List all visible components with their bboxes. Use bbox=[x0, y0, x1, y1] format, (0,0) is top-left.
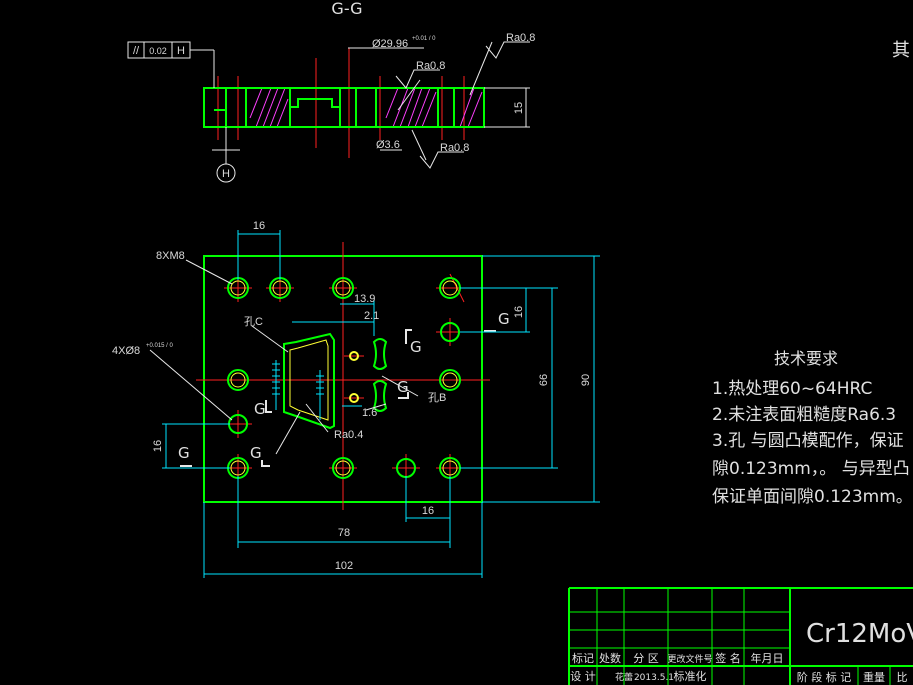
datum-h-symbol: H bbox=[216, 163, 236, 183]
title-block: Cr12MoV 标记 处数 分 区 更改文件号 签 名 年月日 设 计 花蕾 2… bbox=[568, 587, 913, 685]
screw-callout: 8XM8 bbox=[156, 250, 185, 262]
material-name: Cr12MoV bbox=[806, 619, 913, 649]
tolerance-symbol: // bbox=[133, 45, 140, 57]
row-design-date: 2013.5.1 bbox=[634, 673, 674, 683]
tolerance-datum: H bbox=[177, 45, 185, 57]
dim-16-right: 16 bbox=[513, 306, 525, 318]
section-centerlines bbox=[217, 48, 465, 158]
note-line-1: 1.热处理60~64HRC bbox=[712, 379, 872, 399]
pin-hole bbox=[440, 322, 460, 342]
screw-hole bbox=[227, 369, 249, 391]
dim-78: 78 bbox=[338, 527, 350, 539]
weight-label: 重量 bbox=[863, 670, 885, 684]
scale-label: 比 bbox=[897, 671, 908, 684]
roughness-label-3: Ra0.8 bbox=[440, 142, 469, 154]
section-hatching bbox=[249, 87, 483, 128]
hole-c-label: 孔C bbox=[244, 315, 263, 328]
section-mark-g: G bbox=[397, 378, 409, 396]
thickness-label: 15 bbox=[513, 102, 525, 114]
roughness-label-2: Ra0.8 bbox=[416, 60, 445, 72]
header-mark: 标记 bbox=[572, 651, 594, 665]
notes-title: 技术要求 bbox=[774, 349, 838, 368]
dim-1-6: 1.6 bbox=[362, 407, 377, 419]
stage-mark: 阶 段 标 记 bbox=[797, 670, 852, 684]
section-mark-g: G bbox=[178, 444, 190, 462]
section-arrows bbox=[180, 329, 496, 467]
section-view: G-G bbox=[127, 0, 910, 183]
dim-16-top: 16 bbox=[253, 220, 265, 232]
plan-scale-ticks bbox=[272, 363, 324, 395]
ra-0-4: Ra0.4 bbox=[334, 429, 363, 441]
row-design: 设 计 bbox=[570, 670, 596, 683]
dim-16-left: 16 bbox=[152, 440, 164, 452]
dim-90: 90 bbox=[580, 374, 592, 386]
section-leaders bbox=[190, 41, 530, 164]
pin-tolerance: +0.015 / 0 bbox=[146, 343, 174, 349]
row-standard: 标准化 bbox=[674, 669, 707, 683]
note-line-5: 保证单面间隙0.123mm。 bbox=[712, 487, 913, 507]
hole-b-label: 孔B bbox=[428, 391, 446, 404]
section-mark-g: G bbox=[250, 444, 262, 462]
plan-view: 16 8XM8 4XØ8 +0.015 / 0 孔C 13.9 2.1 孔B 1… bbox=[112, 220, 600, 578]
section-mark-g: G bbox=[410, 338, 422, 356]
dia-bottom-label: Ø3.6 bbox=[376, 139, 400, 151]
section-mark-g: G bbox=[254, 400, 266, 418]
pin-callout: 4XØ8 bbox=[112, 345, 140, 357]
roughness-label-1: Ra0.8 bbox=[506, 32, 535, 44]
dia-top-label: Ø29.96 bbox=[372, 38, 408, 50]
tolerance-value: 0.02 bbox=[149, 46, 167, 56]
screw-hole bbox=[332, 277, 354, 299]
tolerance-frame: // 0.02 H bbox=[127, 41, 191, 59]
section-outline bbox=[203, 87, 485, 128]
screw-hole bbox=[439, 369, 461, 391]
header-count: 处数 bbox=[599, 652, 621, 665]
dim-13-9: 13.9 bbox=[354, 293, 375, 305]
plan-leaders bbox=[149, 259, 419, 455]
dim-102: 102 bbox=[335, 560, 353, 572]
other-requirements-label: 其 bbox=[892, 40, 910, 61]
svg-text:H: H bbox=[222, 168, 230, 180]
dim-66: 66 bbox=[538, 374, 550, 386]
row-designer-name: 花蕾 bbox=[615, 671, 633, 683]
screw-hole bbox=[332, 457, 354, 479]
note-line-3: 3.孔 与圆凸模配作，保证 bbox=[712, 431, 904, 451]
note-line-4: 隙0.123mm，。 与异型凸 bbox=[712, 459, 910, 479]
header-sign: 签 名 bbox=[715, 651, 741, 665]
dia-top-tolerance: +0.01 / 0 bbox=[412, 36, 436, 42]
note-line-2: 2.未注表面粗糙度Ra6.3 bbox=[712, 405, 896, 425]
header-date: 年月日 bbox=[751, 651, 784, 665]
dim-16-bottom: 16 bbox=[422, 505, 434, 517]
technical-notes: 技术要求 1.热处理60~64HRC 2.未注表面粗糙度Ra6.3 3.孔 与圆… bbox=[712, 349, 913, 507]
roughness-symbols bbox=[395, 41, 530, 169]
section-mark-g: G bbox=[498, 310, 510, 328]
plan-dimension-lines bbox=[162, 230, 600, 578]
section-title: G-G bbox=[331, 0, 362, 18]
mounting-holes bbox=[227, 277, 461, 479]
header-doc: 更改文件号 bbox=[667, 653, 712, 665]
die-cavity bbox=[283, 332, 388, 430]
header-zone: 分 区 bbox=[633, 652, 659, 665]
dim-2-1: 2.1 bbox=[364, 310, 379, 322]
